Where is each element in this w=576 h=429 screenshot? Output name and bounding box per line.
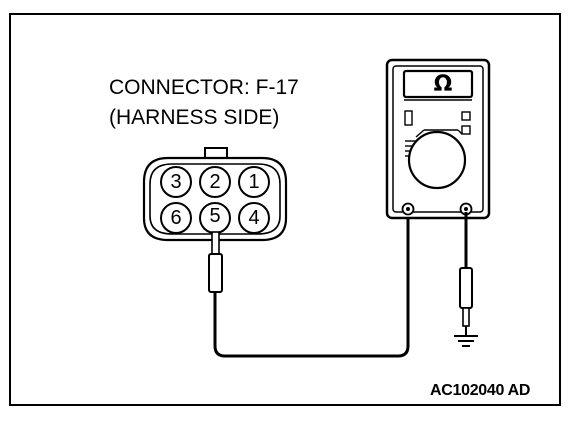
pin-label-3: 3 xyxy=(170,171,182,193)
pin-label-5: 5 xyxy=(209,205,221,227)
connector-pins xyxy=(160,166,270,234)
multimeter xyxy=(385,58,491,220)
meter-display xyxy=(402,69,474,99)
pin-label-2: 2 xyxy=(209,171,221,193)
pin-label-4: 4 xyxy=(248,207,260,229)
selector-dial xyxy=(407,130,467,190)
probe-ground xyxy=(459,267,473,327)
ground-icon xyxy=(454,326,478,347)
connector-side-label: (HARNESS SIDE) xyxy=(109,106,280,129)
pin-3-circle xyxy=(160,166,192,198)
pin-1-circle xyxy=(238,166,270,198)
pin-4-circle xyxy=(238,202,270,234)
pin-6-circle xyxy=(160,202,192,234)
pin-label-1: 1 xyxy=(248,171,260,193)
figure-id: AC102040 AD xyxy=(430,382,531,399)
test-lead-wire xyxy=(213,212,410,358)
probe-pin-5 xyxy=(208,231,223,293)
diagram-frame xyxy=(9,13,561,406)
ohm-icon: Ω xyxy=(433,72,453,97)
connector-title: CONNECTOR: F-17 xyxy=(109,76,299,99)
pin-label-6: 6 xyxy=(170,207,182,229)
pin-2-circle xyxy=(199,166,231,198)
